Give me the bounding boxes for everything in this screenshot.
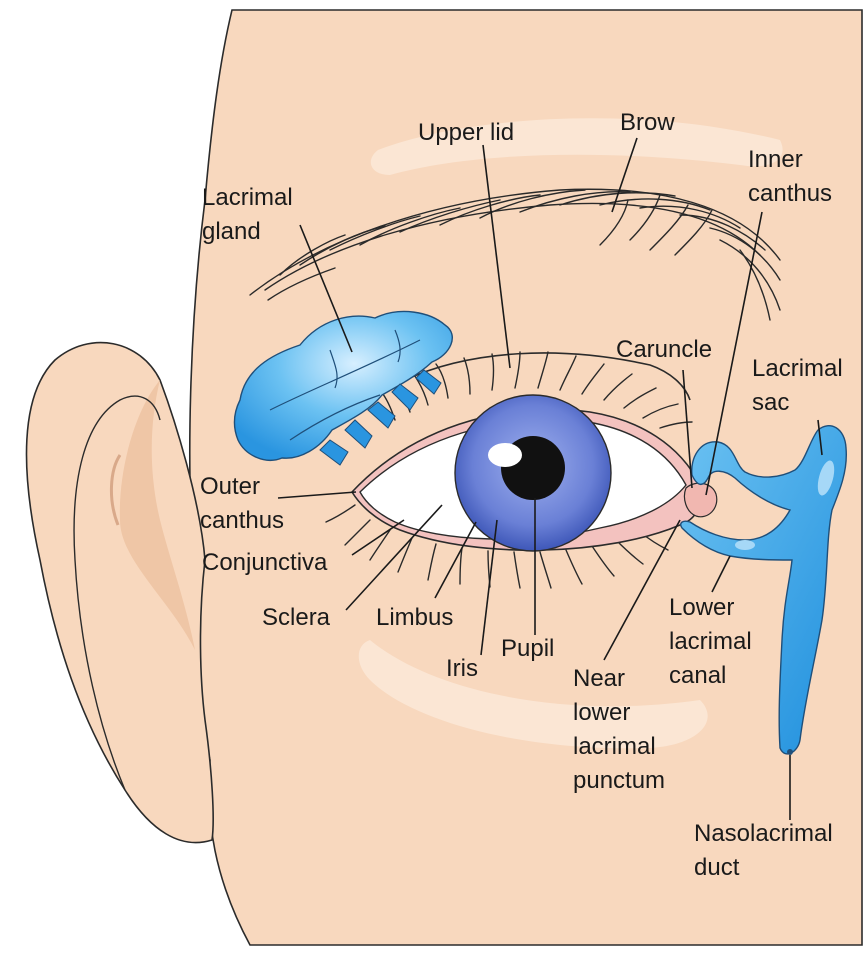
leader-outer-canthus xyxy=(277,491,357,499)
eye-reflection xyxy=(488,443,522,467)
label-pupil: Pupil xyxy=(501,635,554,662)
leader-iris xyxy=(480,519,498,656)
label-near-lower-lacrimal-punctum: Near lower lacrimal punctum xyxy=(573,665,665,794)
label-nasolacrimal-duct: Nasolacrimal duct xyxy=(694,820,839,881)
ear xyxy=(25,341,214,844)
leader-lower-lacrimal-canal xyxy=(711,555,731,593)
leader-conjunctiva xyxy=(351,519,405,556)
lacrimal-drainage-system xyxy=(680,425,848,755)
leader-lacrimal-gland xyxy=(299,224,353,353)
leader-limbus xyxy=(434,521,477,599)
label-brow: Brow xyxy=(620,109,675,136)
label-lower-lacrimal-canal: Lower lacrimal canal xyxy=(669,594,758,689)
eye xyxy=(350,394,718,552)
lacrimal-gland xyxy=(233,310,453,466)
leader-sclera xyxy=(345,504,443,611)
cheek-highlight xyxy=(358,640,708,749)
label-conjunctiva: Conjunctiva xyxy=(202,549,328,576)
leader-upper-lid xyxy=(482,144,511,369)
label-sclera: Sclera xyxy=(262,604,331,631)
lower-eyelashes xyxy=(325,504,669,589)
label-inner-canthus: Inner canthus xyxy=(748,146,832,207)
upper-lid-crease xyxy=(404,352,691,401)
caruncle-shape xyxy=(683,482,718,518)
leader-lacrimal-sac xyxy=(817,419,823,456)
leader-inner-canthus xyxy=(705,211,763,496)
label-caruncle: Caruncle xyxy=(616,336,712,363)
label-upper-lid: Upper lid xyxy=(418,119,514,146)
leader-lines xyxy=(277,137,823,820)
brow-highlight xyxy=(370,118,783,175)
leader-caruncle xyxy=(682,369,693,489)
label-limbus: Limbus xyxy=(376,604,453,631)
leader-brow xyxy=(611,137,638,213)
label-outer-canthus: Outer canthus xyxy=(200,473,284,534)
label-lacrimal-sac: Lacrimal sac xyxy=(752,355,849,416)
label-lacrimal-gland: Lacrimal gland xyxy=(202,184,299,245)
leader-near-lower-lacrimal-punctum xyxy=(603,519,681,661)
label-iris: Iris xyxy=(446,655,478,682)
